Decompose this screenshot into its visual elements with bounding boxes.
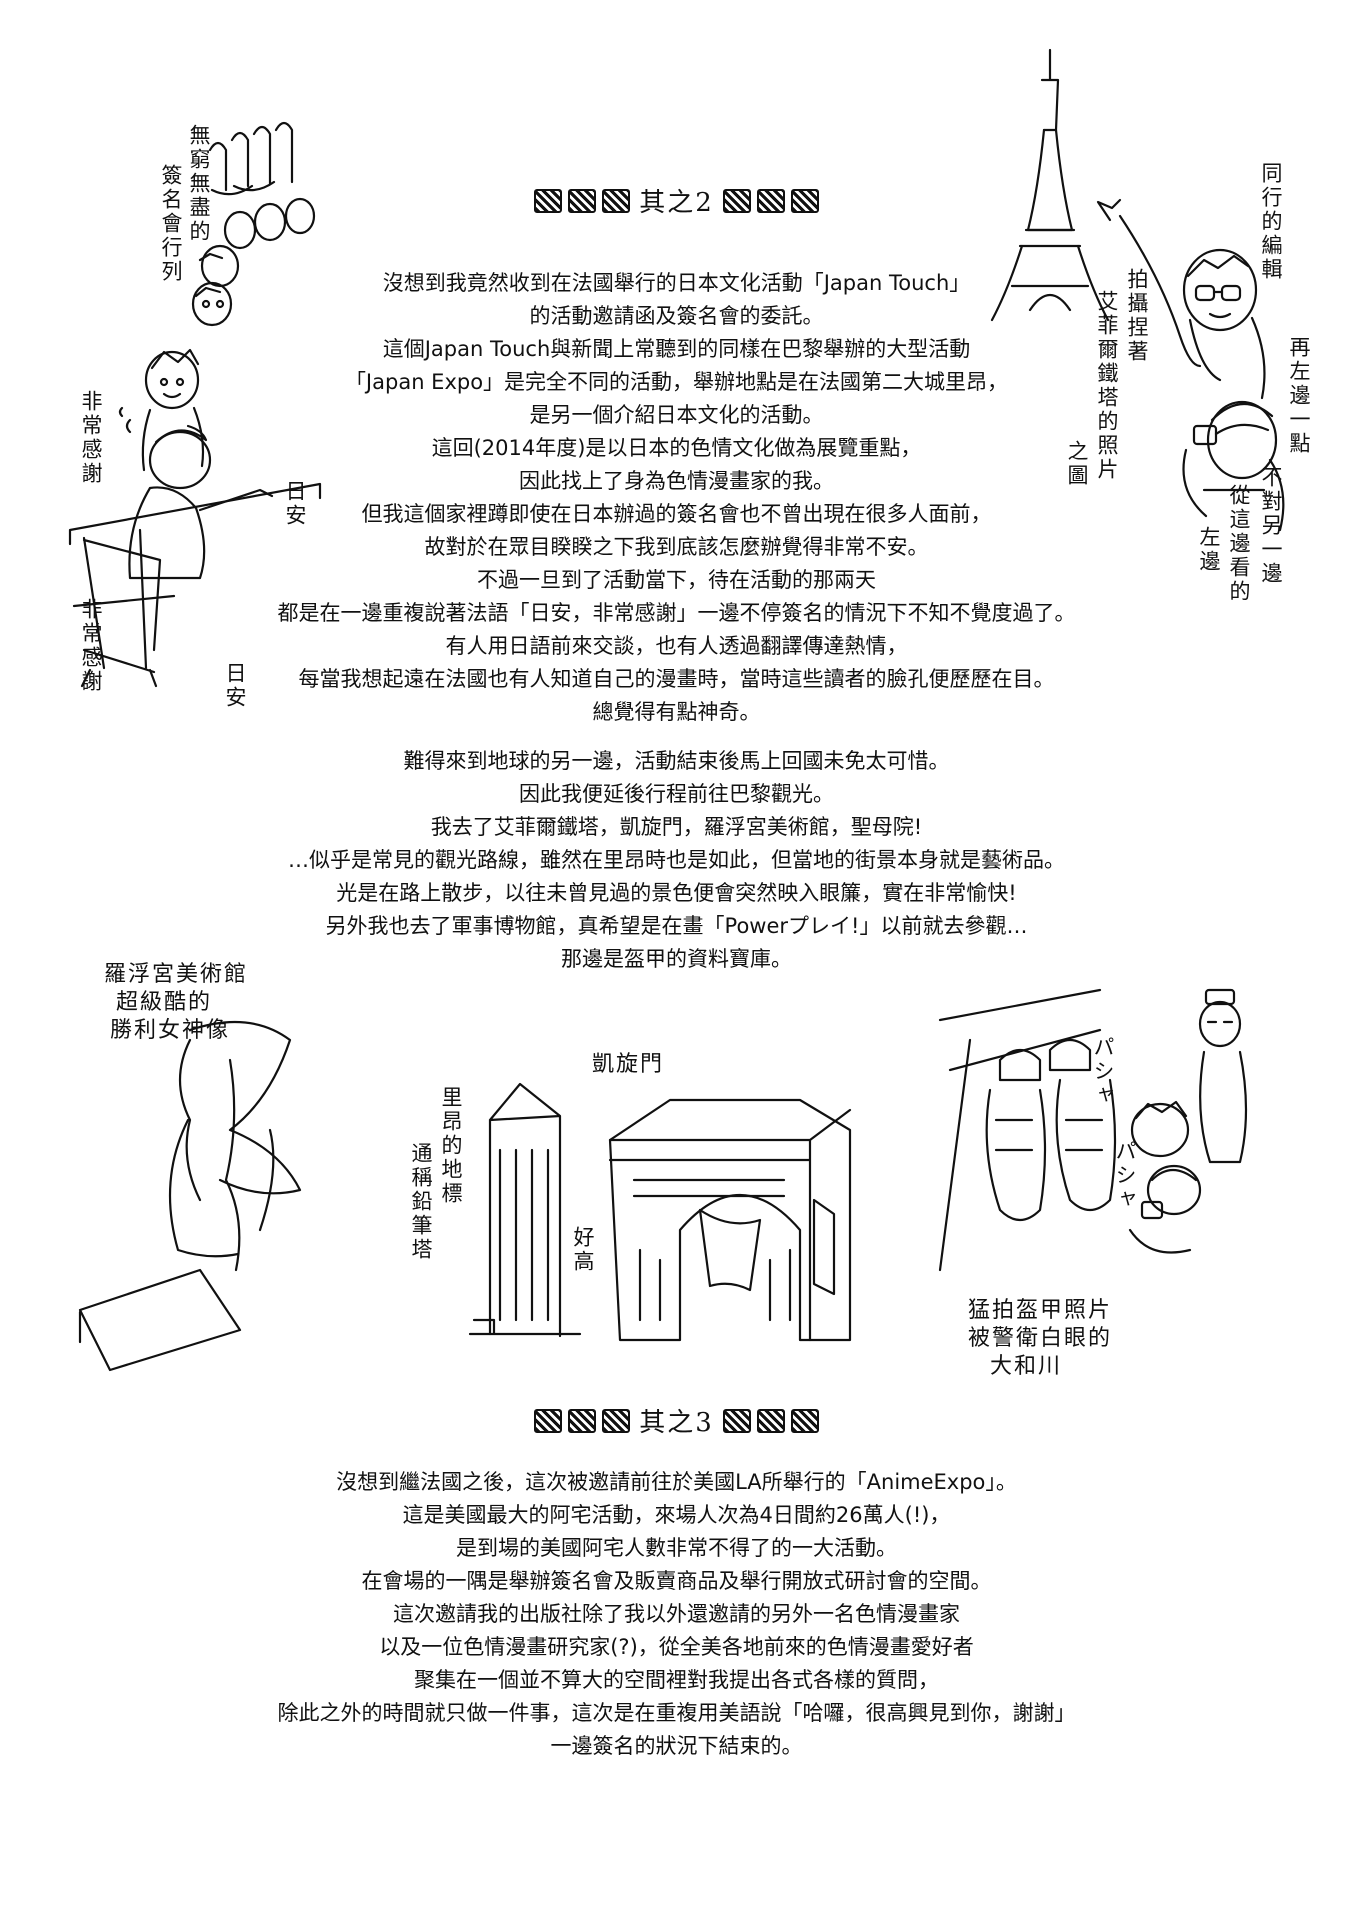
section-3-heading: 其之3 bbox=[0, 1402, 1353, 1439]
winged-victory-sketch bbox=[78, 1020, 302, 1372]
section-2-heading: 其之2 bbox=[0, 182, 1353, 219]
text-line: 光是在路上散步，以往未曾見過的景色便會突然映入眼簾，實在非常愉快! bbox=[336, 881, 1017, 905]
text-line: 那邊是盔甲的資料寶庫。 bbox=[561, 947, 792, 971]
text-line: 故對於在眾目睽睽之下我到底該怎麼辦覺得非常不安。 bbox=[424, 535, 929, 559]
section-2-title: 其之2 bbox=[639, 188, 714, 218]
text-line: 在會場的一隅是舉辦簽名會及販賣商品及舉行開放式研討會的空間。 bbox=[361, 1569, 992, 1593]
note-photo-eiffel-1: 拍攝捏著 bbox=[1125, 268, 1149, 364]
text-line: 的活動邀請函及簽名會的委託。 bbox=[529, 304, 824, 328]
note-thanks-1: 非常感謝 bbox=[79, 390, 103, 486]
text-line: 我去了艾菲爾鐵塔，凱旋門，羅浮宮美術館，聖母院! bbox=[430, 815, 923, 839]
note-hello-2: 日安 bbox=[223, 662, 247, 710]
text-line: 聚集在一個並不算大的空間裡對我提出各式各樣的質問， bbox=[414, 1668, 939, 1692]
text-line: 是到場的美國阿宅人數非常不得了的一大活動。 bbox=[456, 1536, 897, 1560]
note-thanks-2: 非常感謝 bbox=[79, 598, 103, 694]
section-3-title: 其之3 bbox=[639, 1408, 714, 1438]
note-viewer-left-2: 左邊 bbox=[1197, 526, 1221, 574]
hatch-icon bbox=[790, 189, 819, 213]
hatch-icon bbox=[568, 189, 597, 213]
section-2-paragraph-2: 難得來到地球的另一邊，活動結束後馬上回國未免太可惜。 因此我便延後行程前往巴黎觀… bbox=[140, 745, 1213, 976]
signing-queue-sketch bbox=[68, 121, 322, 688]
hatch-icon bbox=[602, 189, 631, 213]
note-more-left-1: 再左邊一點 bbox=[1287, 336, 1311, 456]
text-line: 但我這個家裡蹲即使在日本辦過的簽名會也不曾出現在很多人面前， bbox=[361, 502, 992, 526]
note-louvre-2: 超級酷的 bbox=[116, 990, 213, 1015]
note-louvre-1: 羅浮宮美術館 bbox=[104, 962, 249, 987]
text-line: 因此我便延後行程前往巴黎觀光。 bbox=[519, 782, 834, 806]
note-armor-1: 猛拍盔甲照片 bbox=[968, 1298, 1113, 1323]
note-armor-2: 被警衛白眼的 bbox=[968, 1326, 1113, 1351]
section-2-paragraph-1: 沒想到我竟然收到在法國舉行的日本文化活動「Japan Touch」 的活動邀請函… bbox=[140, 267, 1213, 729]
text-line: 是另一個介紹日本文化的活動。 bbox=[529, 403, 824, 427]
hatch-icon bbox=[756, 189, 785, 213]
text-line: 「Japan Expo」是完全不同的活動，舉辦地點是在法國第二大城里昂， bbox=[344, 370, 1009, 394]
note-snap-1: パシャ bbox=[1091, 1036, 1115, 1108]
hatch-icon bbox=[534, 189, 563, 213]
text-line: 有人用日語前來交談，也有人透過翻譯傳達熱情， bbox=[445, 634, 908, 658]
hatch-icon bbox=[722, 189, 751, 213]
text-line: 沒想到繼法國之後，這次被邀請前往於美國LA所舉行的「AnimeExpo」。 bbox=[336, 1470, 1017, 1494]
note-so-tall: 好高 bbox=[571, 1226, 595, 1274]
text-line: 因此找上了身為色情漫畫家的我。 bbox=[519, 469, 834, 493]
note-lyon-landmark-2: 通稱鉛筆塔 bbox=[409, 1142, 433, 1262]
text-line: 這是美國最大的阿宅活動，來場人次為4日間約26萬人(!)， bbox=[402, 1503, 951, 1527]
text-line: 總覺得有點神奇。 bbox=[592, 700, 761, 724]
note-lyon-landmark-1: 里昂的地標 bbox=[439, 1086, 463, 1206]
eiffel-tower-sketch bbox=[990, 48, 1285, 532]
hatch-icon bbox=[722, 1409, 751, 1433]
hatch-icon bbox=[756, 1409, 785, 1433]
text-line: 一邊簽名的狀況下結束的。 bbox=[550, 1734, 803, 1758]
note-endless-line-1: 無窮無盡的 bbox=[187, 124, 211, 244]
note-endless-line-2: 簽名會行列 bbox=[159, 164, 183, 284]
text-line: 不過一旦到了活動當下，待在活動的那兩天 bbox=[477, 568, 876, 592]
note-photo-eiffel-2: 艾菲爾鐵塔的照片 bbox=[1095, 290, 1119, 482]
text-line: 這個Japan Touch與新聞上常聽到的同樣在巴黎舉辦的大型活動 bbox=[382, 337, 971, 361]
hatch-icon bbox=[602, 1409, 631, 1433]
note-snap-2: パシャ bbox=[1113, 1140, 1137, 1212]
note-editor: 同行的編輯 bbox=[1259, 162, 1283, 282]
text-line: 都是在一邊重複說著法語「日安，非常感謝」一邊不停簽名的情況下不知不覺度過了。 bbox=[277, 601, 1076, 625]
text-line: 每當我想起遠在法國也有人知道自己的漫畫時，當時這些讀者的臉孔便歷歷在目。 bbox=[298, 667, 1055, 691]
note-arc: 凱旋門 bbox=[592, 1052, 665, 1077]
text-line: 以及一位色情漫畫研究家(?)，從全美各地前來的色情漫畫愛好者 bbox=[379, 1635, 974, 1659]
section-3-paragraph: 沒想到繼法國之後，這次被邀請前往於美國LA所舉行的「AnimeExpo」。 這是… bbox=[140, 1466, 1213, 1763]
armor-museum-sketch bbox=[938, 988, 1248, 1272]
note-hello-1: 日安 bbox=[283, 480, 307, 528]
note-photo-eiffel-3: 之圖 bbox=[1065, 440, 1089, 488]
arc-de-triomphe-sketch bbox=[608, 1098, 852, 1342]
hatch-icon bbox=[534, 1409, 563, 1433]
pencil-tower-sketch bbox=[468, 1082, 582, 1338]
text-line: …似乎是常見的觀光路線，雖然在里昂時也是如此，但當地的街景本身就是藝術品。 bbox=[288, 848, 1065, 872]
note-more-left-2: 不對另一邊 bbox=[1259, 466, 1283, 586]
text-line: 另外我也去了軍事博物館，真希望是在畫「Powerプレイ!」以前就去參觀… bbox=[325, 914, 1028, 938]
text-line: 難得來到地球的另一邊，活動結束後馬上回國未免太可惜。 bbox=[403, 749, 950, 773]
note-viewer-left-1: 從這邊看的 bbox=[1227, 484, 1251, 604]
text-line: 這次邀請我的出版社除了我以外還邀請的另外一名色情漫畫家 bbox=[393, 1602, 960, 1626]
hatch-icon bbox=[568, 1409, 597, 1433]
text-line: 這回(2014年度)是以日本的色情文化做為展覽重點， bbox=[431, 436, 922, 460]
text-line: 除此之外的時間就只做一件事，這次是在重複用美語說「哈囉，很高興見到你，謝謝」 bbox=[277, 1701, 1076, 1725]
hatch-icon bbox=[790, 1409, 819, 1433]
note-armor-3: 大和川 bbox=[990, 1354, 1063, 1379]
note-louvre-3: 勝利女神像 bbox=[110, 1018, 231, 1043]
text-line: 沒想到我竟然收到在法國舉行的日本文化活動「Japan Touch」 bbox=[382, 271, 971, 295]
